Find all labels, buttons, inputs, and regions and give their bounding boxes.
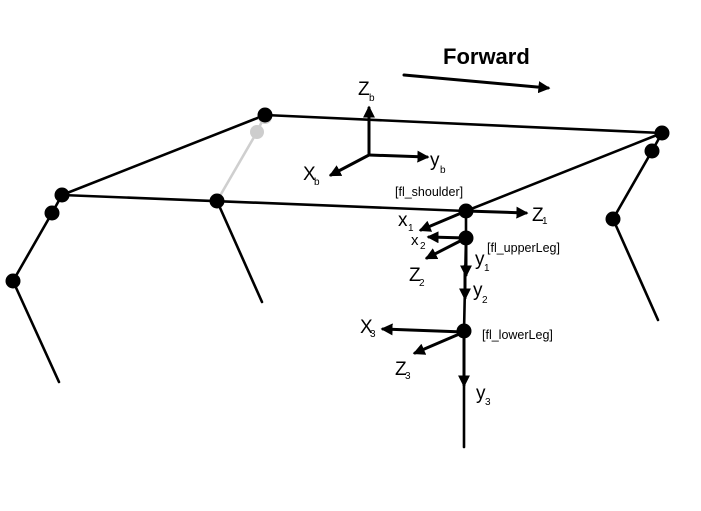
right-leg-lower xyxy=(611,217,660,322)
frame3-x-label: X xyxy=(360,317,373,338)
robot-body-outline xyxy=(60,113,664,213)
frame2-y-sub: 2 xyxy=(482,295,488,306)
middle-knee-joint xyxy=(209,193,225,209)
body-y-axis-arrow xyxy=(367,150,430,163)
fl-shoulder-joint xyxy=(458,203,474,219)
frame1-x-axis-arrow xyxy=(418,209,468,232)
body-edge-front xyxy=(60,193,468,213)
body-y-label: y xyxy=(430,150,440,171)
frame2-z-sub: 2 xyxy=(419,278,425,289)
frame3-x-axis-arrow xyxy=(380,323,466,336)
forward-arrow xyxy=(402,73,551,94)
body-edge-right xyxy=(464,131,664,213)
frame-3: X 3 Z 3 y 3 [fl_lowerLeg] xyxy=(360,317,553,408)
frame2-z-label: Z xyxy=(409,265,421,286)
hidden-knee-joint xyxy=(250,125,264,139)
middle-leg xyxy=(209,107,273,304)
frame2-x-sub: 2 xyxy=(420,241,426,252)
forward-label: Forward xyxy=(443,44,530,69)
right-knee-joint xyxy=(605,211,621,227)
body-edge-left xyxy=(60,113,267,197)
body-edge-back xyxy=(263,113,664,135)
right-leg-upper xyxy=(611,149,654,221)
frame3-z-label: Z xyxy=(395,359,407,380)
left-shoulder-joint xyxy=(54,187,70,203)
body-z-sub: b xyxy=(369,93,375,104)
middle-leg-lower xyxy=(215,199,264,304)
frame1-y-sub: 1 xyxy=(484,263,490,274)
rear-left-corner-joint xyxy=(257,107,273,123)
shoulder-tag: [fl_shoulder] xyxy=(395,185,463,199)
upper-leg-tag: [fl_upperLeg] xyxy=(487,241,560,255)
frame1-x-sub: 1 xyxy=(408,223,414,234)
fl-upper-leg-joint xyxy=(458,230,474,246)
left-hip-joint xyxy=(44,205,60,221)
left-leg-upper xyxy=(11,211,54,283)
lower-leg-tag: [fl_lowerLeg] xyxy=(482,328,553,342)
frame3-x-sub: 3 xyxy=(370,329,376,340)
frame1-z-label: Z xyxy=(532,205,544,226)
body-frame: Z b y b X b xyxy=(303,79,446,188)
frame1-z-sub: 1 xyxy=(542,216,548,227)
right-leg xyxy=(605,125,670,322)
fl-lower-leg-joint xyxy=(456,323,472,339)
body-z-label: Z xyxy=(358,79,370,100)
left-knee-joint xyxy=(5,273,21,289)
frame1-x-label: x xyxy=(398,210,408,231)
frame3-z-axis-arrow xyxy=(412,330,466,355)
frame-2: x 2 Z 2 y 1 y 2 [fl_upperLeg] xyxy=(409,231,560,306)
frame1-z-axis-arrow xyxy=(464,206,529,219)
body-y-sub: b xyxy=(440,165,446,176)
frame3-z-sub: 3 xyxy=(405,371,411,382)
body-x-axis-arrow xyxy=(328,153,371,177)
forward-indicator: Forward xyxy=(402,44,551,94)
frame1-y-label: y xyxy=(475,249,485,270)
left-leg xyxy=(5,187,70,384)
body-x-sub: b xyxy=(314,177,320,188)
right-hip-joint xyxy=(644,143,660,159)
frame3-y-sub: 3 xyxy=(485,397,491,408)
right-shoulder-joint xyxy=(654,125,670,141)
frame-1: Z 1 x 1 [fl_shoulder] xyxy=(395,185,548,234)
frame3-y-label: y xyxy=(476,383,486,404)
hidden-leg-lower xyxy=(215,130,259,203)
left-leg-lower xyxy=(11,279,61,384)
frame2-y-label: y xyxy=(473,280,483,301)
frame2-x-label: x xyxy=(411,232,419,249)
body-x-label: X xyxy=(303,164,316,185)
